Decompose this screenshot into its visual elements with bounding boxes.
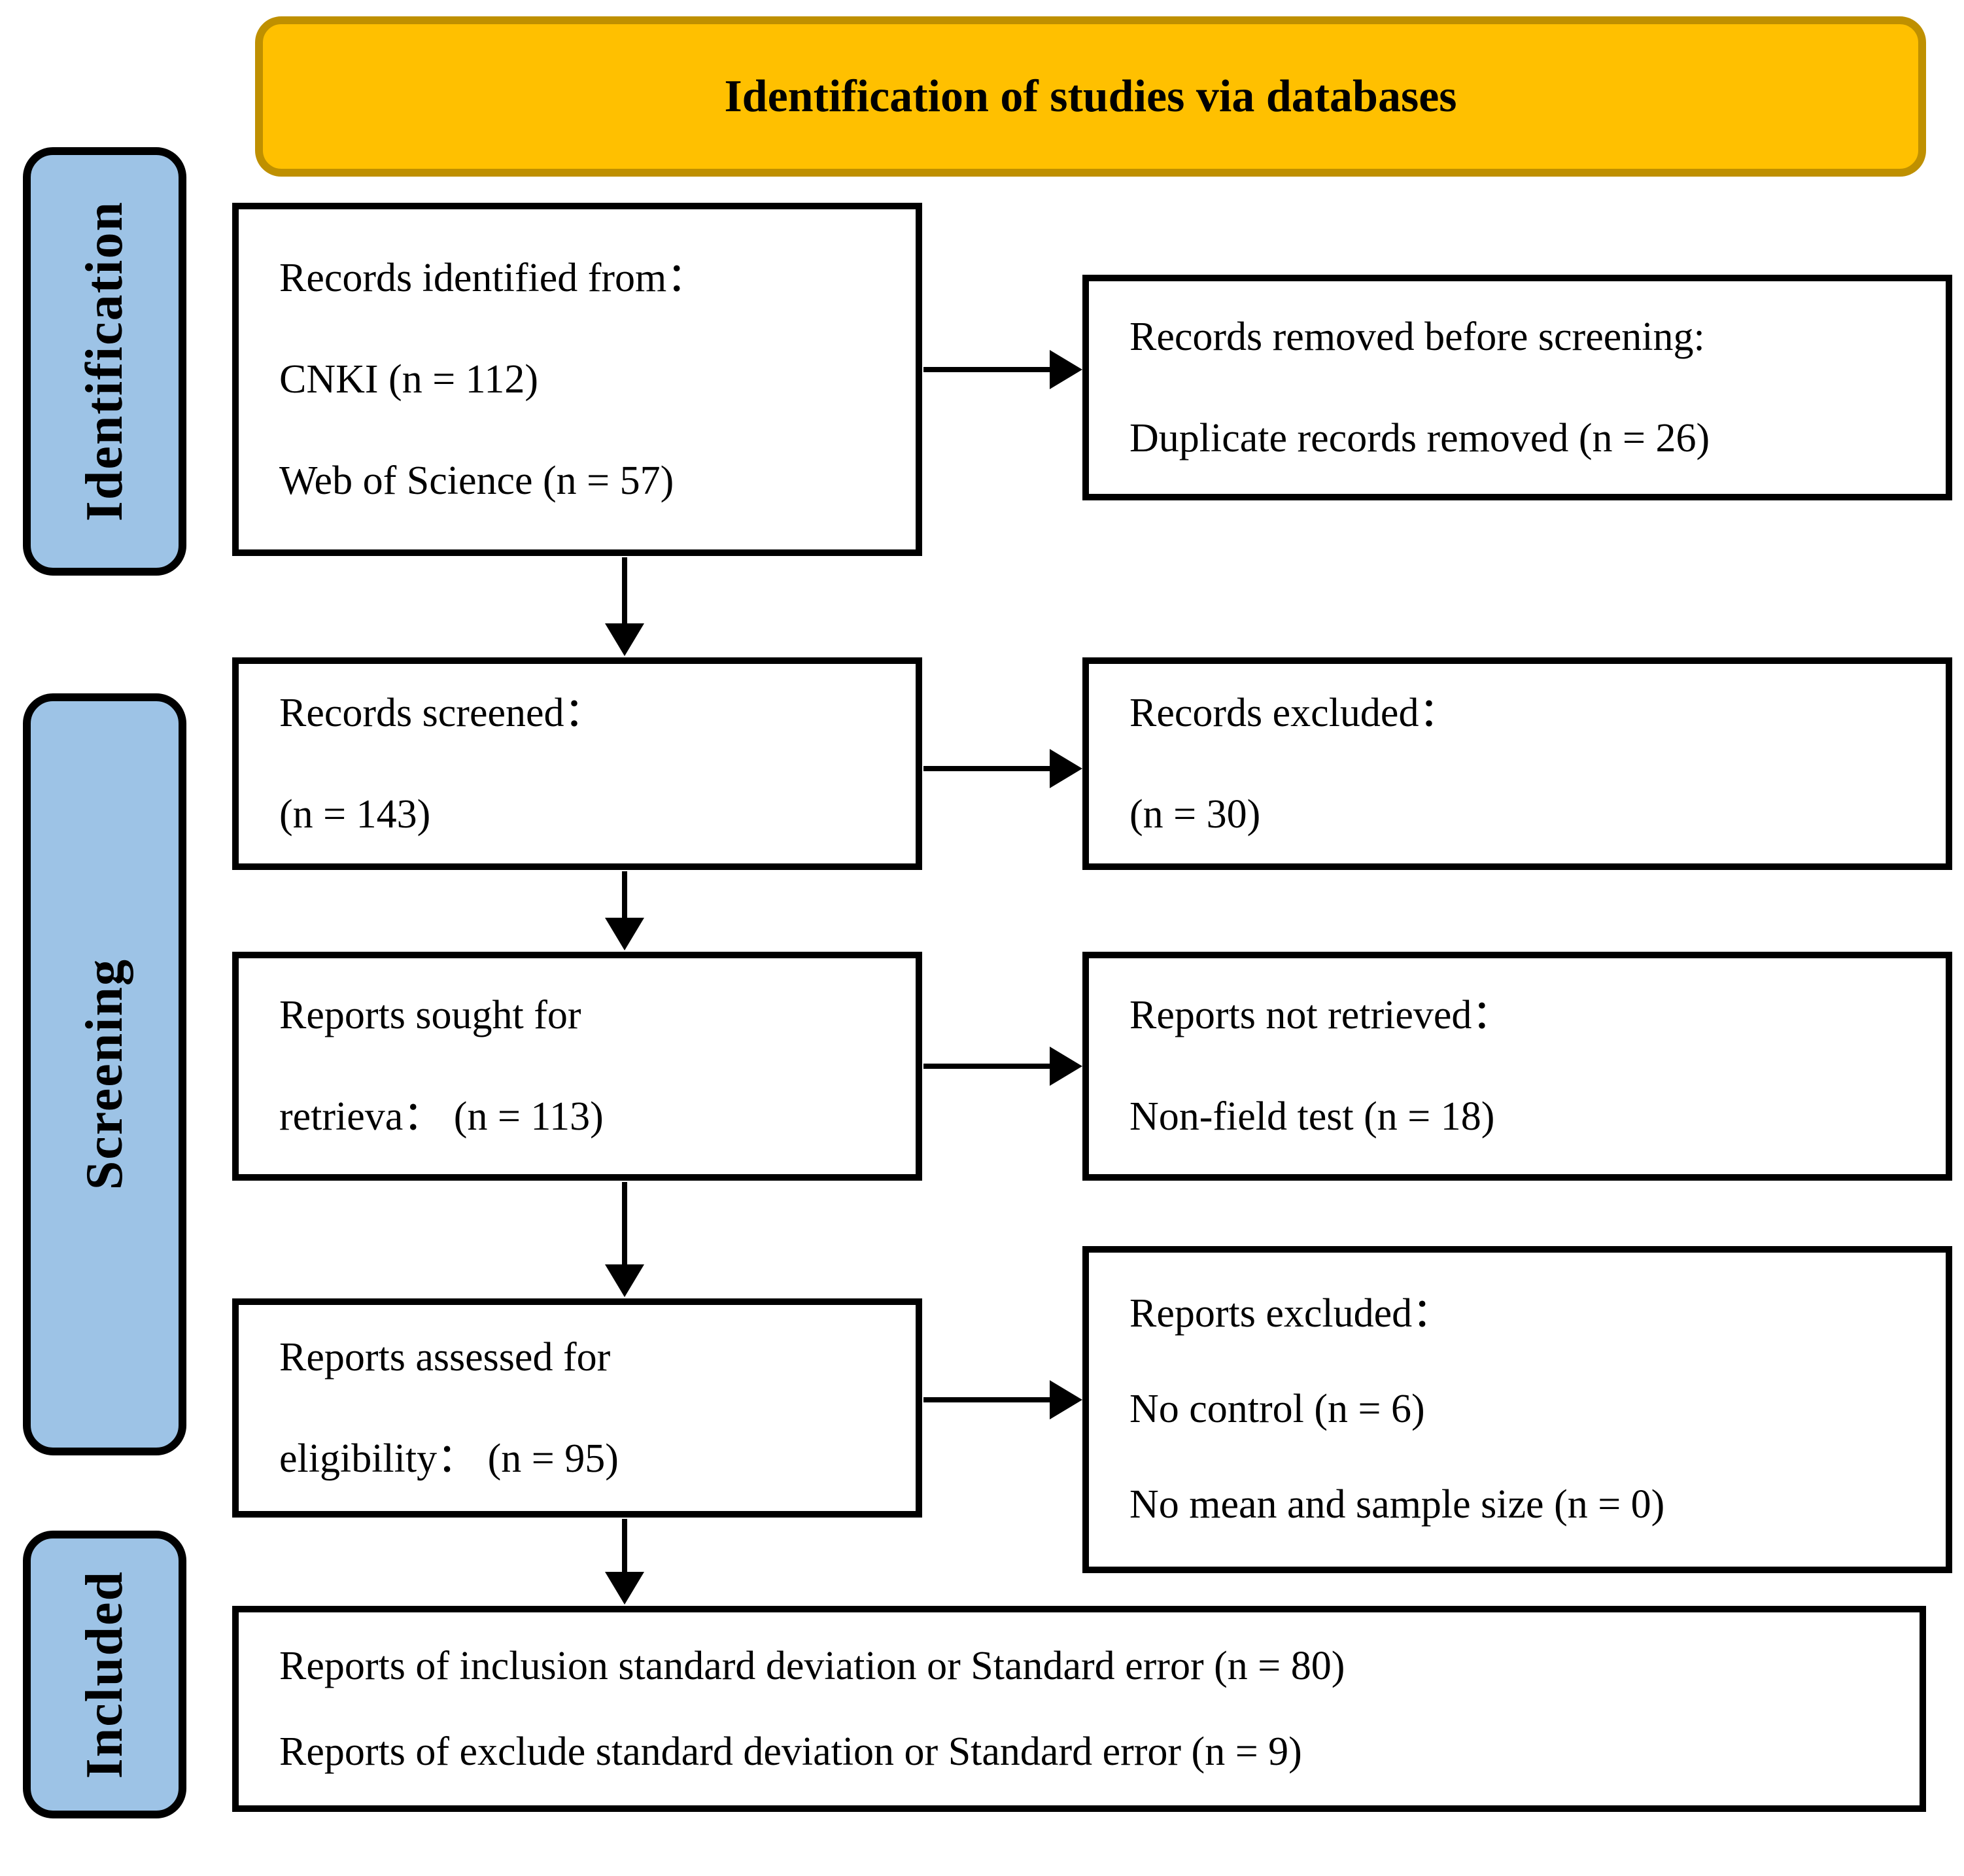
title-banner: Identification of studies via databases (255, 16, 1926, 177)
box-line: Reports sought for (279, 993, 581, 1037)
box-line: (n = 30) (1129, 791, 1261, 837)
box-line: Duplicate records removed (n = 26) (1129, 415, 1710, 460)
arrow-right-shaft (923, 367, 1051, 372)
arrow-down-shaft (622, 1519, 627, 1573)
stage-screening-label: Screening (75, 958, 133, 1190)
box-line: (n = 143) (279, 791, 431, 837)
arrow-right-shaft (923, 1064, 1051, 1069)
stage-included-label: Included (75, 1570, 133, 1779)
arrow-down-icon (605, 623, 644, 656)
box-line: Web of Science (n = 57) (279, 458, 674, 503)
box-records-excluded: Records excluded： (n = 30) (1082, 657, 1952, 870)
box-line: eligibility： (n = 95) (279, 1436, 619, 1481)
box-reports-excluded: Reports excluded： No control (n = 6) No … (1082, 1246, 1952, 1573)
arrow-down-icon (605, 1264, 644, 1297)
box-line: CNKI (n = 112) (279, 356, 539, 402)
stage-identification: Identification (23, 147, 186, 576)
box-line: Records removed before screening: (1129, 314, 1705, 359)
box-reports-included: Reports of inclusion standard deviation … (232, 1606, 1926, 1812)
box-reports-assessed: Reports assessed for eligibility： (n = 9… (232, 1298, 922, 1518)
arrow-down-shaft (622, 1182, 627, 1266)
box-records-screened: Records screened： (n = 143) (232, 657, 922, 870)
box-records-removed: Records removed before screening: Duplic… (1082, 275, 1952, 500)
stage-included: Included (23, 1531, 186, 1818)
box-line: Reports excluded： (1129, 1291, 1453, 1336)
arrow-down-icon (605, 1572, 644, 1605)
box-line: Records screened： (279, 690, 605, 735)
box-line: Reports of exclude standard deviation or… (279, 1729, 1302, 1774)
arrow-right-icon (1050, 1047, 1082, 1086)
arrow-right-icon (1050, 749, 1082, 788)
box-line: No mean and sample size (n = 0) (1129, 1482, 1665, 1527)
box-records-identified: Records identified from： CNKI (n = 112) … (232, 203, 922, 556)
arrow-down-shaft (622, 557, 627, 625)
arrow-right-shaft (923, 766, 1051, 771)
stage-identification-label: Identification (75, 201, 133, 522)
box-line: Records excluded： (1129, 690, 1460, 735)
box-line: Non-field test (n = 18) (1129, 1094, 1495, 1139)
box-reports-not-retrieved: Reports not retrieved： Non-field test (n… (1082, 952, 1952, 1181)
arrow-right-shaft (923, 1397, 1051, 1402)
box-line: Records identified from： (279, 255, 708, 300)
box-reports-sought: Reports sought for retrieva： (n = 113) (232, 952, 922, 1181)
box-line: retrieva： (n = 113) (279, 1094, 604, 1139)
box-line: Reports not retrieved： (1129, 993, 1513, 1037)
stage-screening: Screening (23, 693, 186, 1455)
arrow-down-icon (605, 918, 644, 950)
arrow-down-shaft (622, 871, 627, 919)
diagram-title: Identification of studies via databases (724, 71, 1457, 122)
box-line: No control (n = 6) (1129, 1387, 1425, 1432)
box-line: Reports assessed for (279, 1334, 611, 1380)
arrow-right-icon (1050, 350, 1082, 389)
arrow-right-icon (1050, 1380, 1082, 1419)
box-line: Reports of inclusion standard deviation … (279, 1644, 1345, 1689)
